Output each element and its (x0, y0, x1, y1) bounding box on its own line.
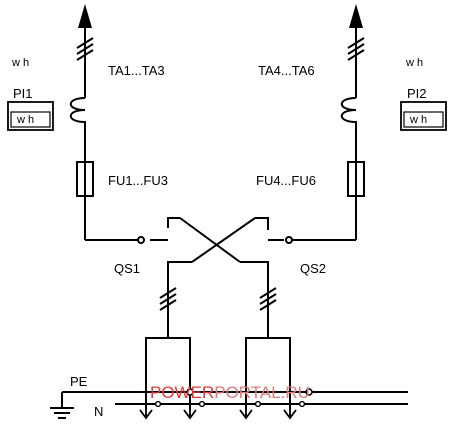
n-junctions (154, 400, 306, 408)
left-meter: w h PI1 w h (7, 57, 54, 131)
buses (50, 391, 408, 419)
pe-label: PE (70, 374, 88, 389)
qs1-blade (179, 217, 241, 263)
n-label: N (94, 404, 103, 419)
right-feeder (285, 4, 365, 244)
right-meter: w h PI2 w h (400, 57, 447, 131)
right-fuse-label: FU4...FU6 (256, 173, 316, 188)
left-ct-label: TA1...TA3 (108, 63, 165, 78)
pe-junctions (186, 388, 313, 396)
watermark-part1: POWER (150, 383, 214, 402)
right-meter-box (400, 101, 447, 131)
left-meter-unit-box: w h (16, 114, 34, 126)
right-meter-name: PI2 (407, 86, 427, 101)
left-meter-unit-top: w h (11, 57, 29, 69)
left-arrow-up-icon (78, 4, 92, 28)
left-meter-name: PI1 (13, 86, 33, 101)
right-ct-coil-icon (340, 97, 357, 162)
load-contact-icon (183, 404, 197, 420)
right-switch-contact (285, 236, 293, 244)
left-phase-tick (76, 43, 94, 55)
left-lower-phase-tick (159, 299, 177, 311)
lower-feeders (145, 275, 291, 410)
right-ct-label: TA4...TA6 (258, 63, 315, 78)
crossover-switches (150, 217, 284, 275)
left-phase-tick (76, 49, 94, 61)
left-switch-contact (137, 236, 145, 244)
watermark-part2: PORTAL.RU (214, 383, 310, 402)
left-fuse-label: FU1...FU3 (108, 173, 168, 188)
load-contact-icon (139, 404, 153, 420)
left-feeder (69, 4, 145, 244)
left-meter-box (7, 101, 54, 131)
qs2-blade (191, 217, 256, 263)
right-phase-tick (347, 43, 365, 55)
right-arrow-up-icon (349, 4, 363, 28)
right-lower-phase-tick (259, 293, 277, 305)
outgoing-contacts (139, 404, 297, 420)
left-lower-phase-tick (159, 293, 177, 305)
right-phase-tick (347, 49, 365, 61)
left-ct-coil-icon (69, 97, 86, 162)
left-switch-label: QS1 (114, 261, 140, 276)
right-meter-unit-top: w h (405, 57, 423, 69)
load-contact-icon (239, 404, 253, 420)
right-switch-label: QS2 (300, 261, 326, 276)
left-phase-tick (76, 37, 94, 49)
watermark: POWERPORTAL.RU (150, 383, 310, 402)
right-lower-phase-tick (259, 287, 277, 299)
right-meter-unit-box: w h (409, 114, 427, 126)
load-contact-icon (283, 404, 297, 420)
right-phase-tick (347, 37, 365, 49)
left-lower-phase-tick (159, 287, 177, 299)
right-lower-phase-tick (259, 299, 277, 311)
